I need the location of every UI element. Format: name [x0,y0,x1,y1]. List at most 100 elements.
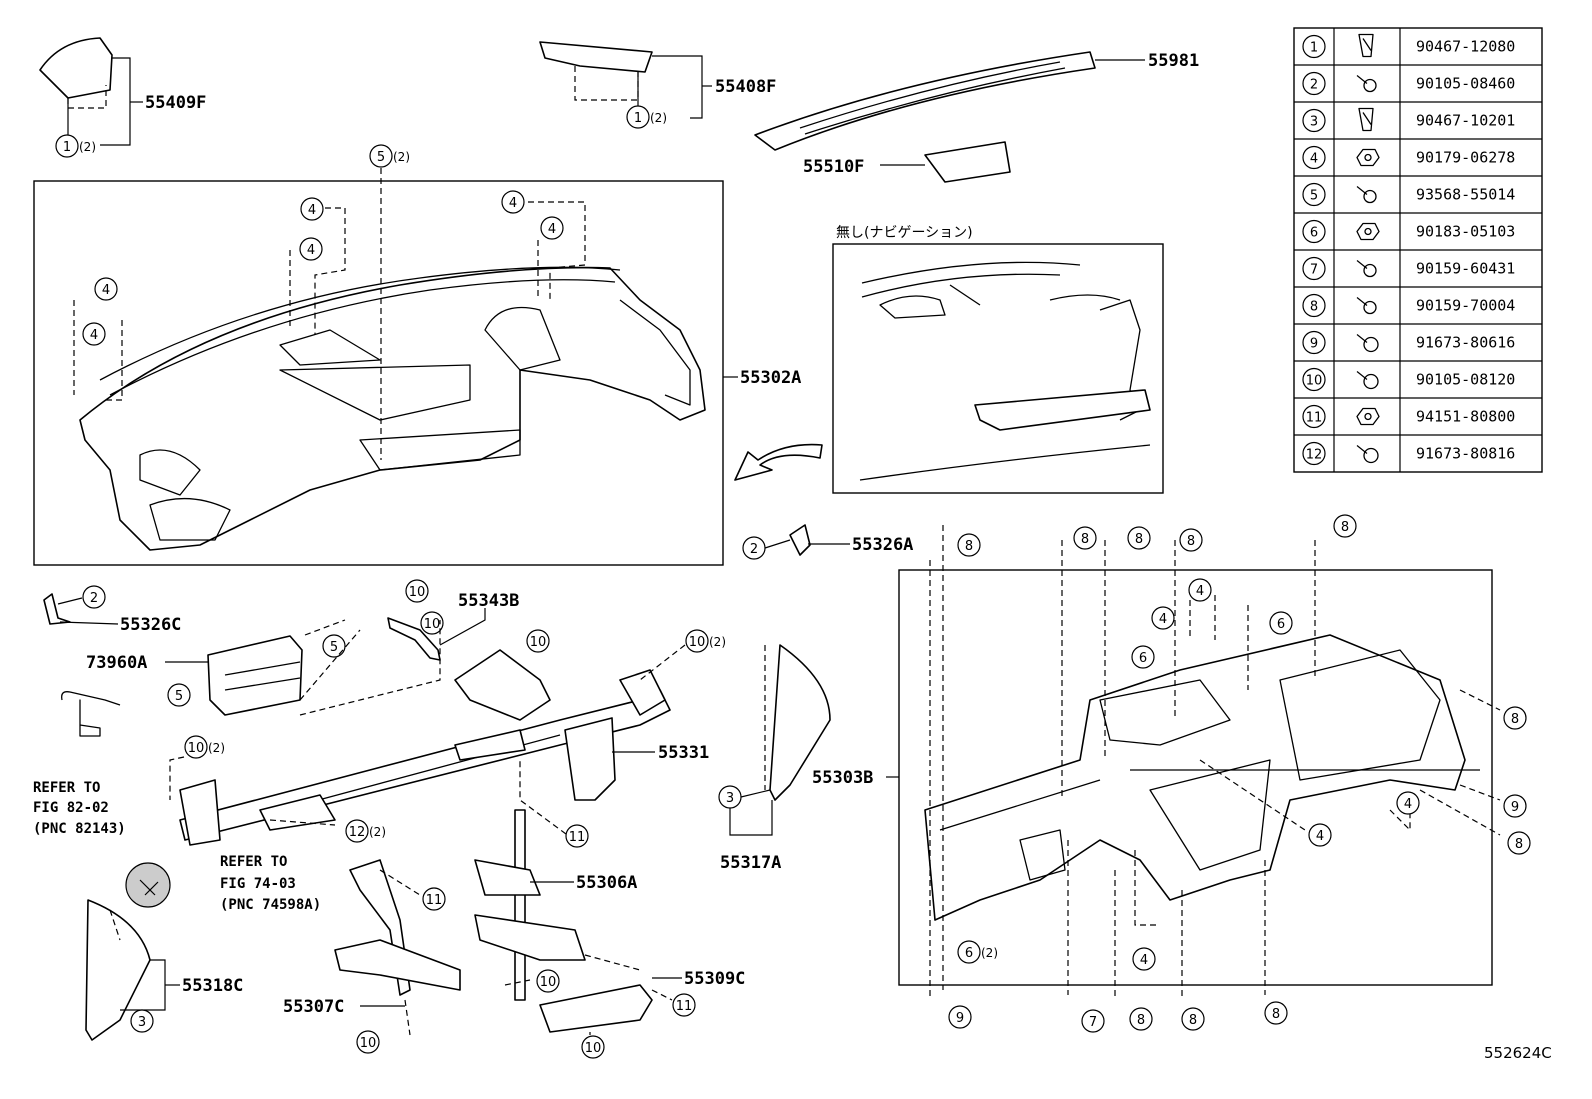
svg-text:10: 10 [360,1036,377,1051]
fastener-part-number: 90159-70004 [1416,297,1515,315]
panel-55302A-group: 4 4 4 4 4 4 5 (2) 55302A [33,144,801,566]
svg-text:6: 6 [1277,617,1285,632]
fastener-number-circle [1302,108,1326,133]
svg-text:4: 4 [1196,584,1204,599]
svg-text:8: 8 [1189,1013,1197,1028]
label-55318C: 55318C [182,976,243,996]
label-55326A: 55326A [852,535,913,555]
part-55318C-group: 55318C 3 [85,899,243,1041]
reference-icon-group: REFER TO FIG 74-03 (PNC 74598A) [125,854,321,913]
nut-icon [1356,407,1380,426]
fastener-number: 5 [1310,189,1318,204]
svg-text:2: 2 [90,591,98,606]
bolt-icon [1356,371,1379,390]
part-55408F-group: 55408F 1 (2) [539,41,776,129]
svg-text:12: 12 [349,825,366,840]
svg-text:(2): (2) [981,946,998,960]
fastener-number: 12 [1306,448,1323,463]
svg-text:3: 3 [138,1015,146,1030]
fastener-number: 7 [1310,263,1318,278]
svg-text:1: 1 [63,140,71,155]
screw-icon [1356,75,1377,93]
part-55343B-group: 10 10 55343B [387,579,519,661]
svg-text:(PNC 82143): (PNC 82143) [33,821,126,837]
inset-frame [832,243,1164,494]
part-55981-group: 55981 [754,51,1199,151]
svg-text:6: 6 [1139,651,1147,666]
part-73960A-group: 5 5 73960A [86,619,346,716]
svg-text:7: 7 [1089,1015,1097,1030]
svg-text:4: 4 [1404,797,1412,812]
label-55343B: 55343B [458,591,519,611]
nut-icon [1356,148,1380,167]
fastener-number-circle [1302,404,1326,429]
screw-icon [1356,260,1377,278]
side-panel-55317A-shape [769,644,831,801]
fastener-row: 12 91673-80816 [1302,441,1515,466]
fastener-number-circle [1302,182,1326,207]
bolt-icon [1356,334,1379,353]
instrument-panel-shape [79,266,706,551]
fastener-number: 1 [1310,41,1318,56]
fastener-part-number: 91673-80816 [1416,445,1515,463]
svg-text:10: 10 [409,585,426,600]
fastener-number: 2 [1310,78,1318,93]
svg-text:FIG 82-02: FIG 82-02 [33,800,109,816]
fastener-part-number: 94151-80800 [1416,408,1515,426]
svg-text:(2): (2) [393,150,410,164]
svg-text:8: 8 [965,539,973,554]
part-55326C-group: 2 55326C [43,585,181,635]
label-55307C: 55307C [283,997,344,1017]
screw-icon [1356,297,1377,315]
fastener-number-circle [1302,34,1326,59]
svg-text:8: 8 [1137,1013,1145,1028]
svg-text:4: 4 [102,283,110,298]
svg-text:6: 6 [965,946,973,961]
label-55303B: 55303B [812,768,873,788]
fastener-part-number: 90467-12080 [1416,38,1515,56]
bolt-icon [1356,445,1379,464]
side-panel-55318C-shape [85,899,151,1041]
cover-55408F-shape [539,41,653,73]
strip-55981-shape [754,51,1096,151]
part-55326A-group: 2 55326A [742,524,913,560]
fastener-number-circle [1302,71,1326,96]
svg-text:9: 9 [956,1011,964,1026]
svg-text:8: 8 [1187,534,1195,549]
svg-text:REFER TO: REFER TO [220,854,287,870]
bracket-55309C-shape [539,984,653,1033]
part-55307C-group: 11 55307C 10 [283,859,461,1054]
svg-text:8: 8 [1511,712,1519,727]
svg-text:(2): (2) [79,140,96,154]
svg-text:10: 10 [540,975,557,990]
label-55317A: 55317A [720,853,781,873]
harness-shape [61,691,121,737]
screw-icon [1356,186,1377,204]
label-55326C: 55326C [120,615,181,635]
svg-text:5: 5 [330,640,338,655]
label-55331: 55331 [658,743,709,763]
inset-note: 無し(ナビゲーション) [836,225,973,241]
svg-text:8: 8 [1515,837,1523,852]
fastener-part-number: 90467-10201 [1416,112,1515,130]
svg-text:10: 10 [530,635,547,650]
fastener-number: 3 [1310,115,1318,130]
svg-text:8: 8 [1341,520,1349,535]
part-55331-group: 55331 10 10 (2) 10 (2) 12 (2) 11 [169,620,726,848]
label-55409F: 55409F [145,93,206,113]
label-55510F: 55510F [803,157,864,177]
fastener-number: 4 [1310,152,1318,167]
svg-text:3: 3 [726,791,734,806]
svg-text:4: 4 [1140,953,1148,968]
label-55306A: 55306A [576,873,637,893]
svg-text:5: 5 [377,150,385,165]
part-55317A-group: 3 55317A [718,644,831,873]
svg-text:4: 4 [548,222,556,237]
svg-text:10: 10 [689,635,706,650]
part-55510F-group: 55510F [803,141,1011,183]
